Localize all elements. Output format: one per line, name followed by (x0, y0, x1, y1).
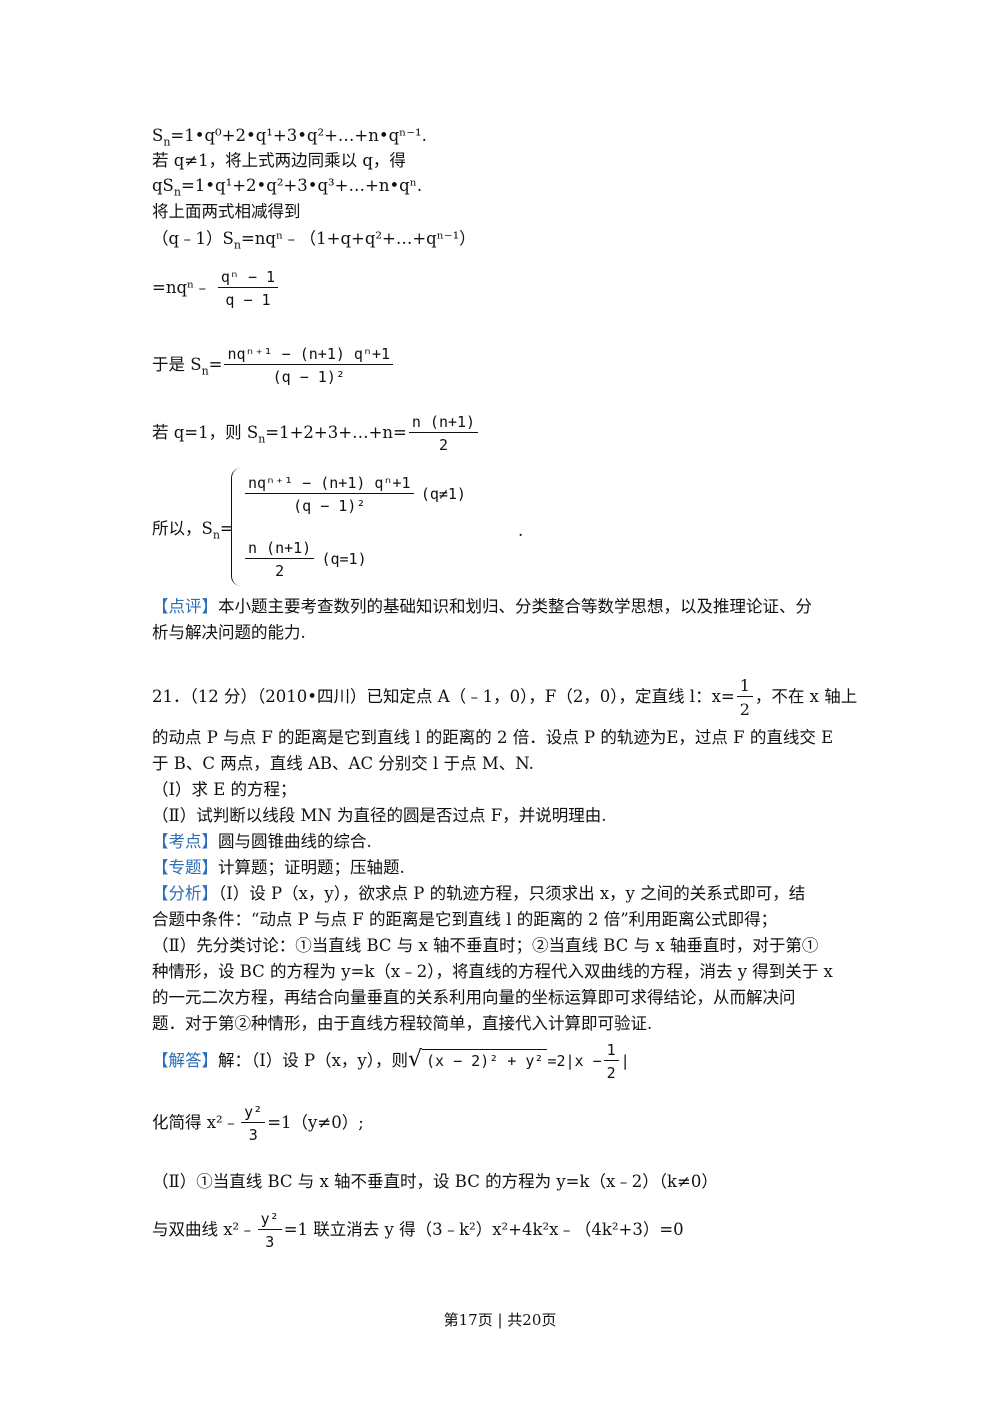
problem-21-header: 21．（12 分）（2010•四川）已知定点 A（﹣1，0），F（2，0），定直… (152, 676, 858, 719)
fenxi-line: 题．对于第②种情形，由于直线方程较简单，直接代入计算即可验证. (152, 1014, 653, 1033)
jieda-tag: 【解答】 (152, 1051, 218, 1070)
fraction: n (n+1)2 (245, 539, 315, 580)
problem-text: 于 B、C 两点，直线 AB、AC 分别交 l 于点 M、N. (152, 754, 534, 773)
fraction: n (n+1)2 (408, 413, 479, 454)
piecewise-case-2: n (n+1)2 (q=1) (243, 539, 367, 580)
comment-tag: 【点评】 (152, 597, 218, 616)
fenxi-line: 【分析】（Ⅰ）设 P（x，y），欲求点 P 的轨迹方程，只须求出 x，y 之间的… (152, 884, 806, 903)
sum-expression: qSn=1•q¹+2•q²+3•q³+…+n•qⁿ. (152, 176, 423, 199)
sn-formula: 于是 Sn=nqⁿ⁺¹ − (n+1) qⁿ+1(q − 1)² (152, 345, 395, 386)
comment-line: 【点评】本小题主要考查数列的基础知识和划归、分类整合等数学思想，以及推理论证、分 (152, 597, 812, 616)
period: . (518, 521, 524, 540)
kaodian-line: 【考点】圆与圆锥曲线的综合. (152, 832, 372, 851)
sn-q1-formula: 若 q=1，则 Sn=1+2+3+…+n=n (n+1)2 (152, 413, 480, 454)
fenxi-line: （Ⅱ）先分类讨论：①当直线 BC 与 x 轴不垂直时；②当直线 BC 与 x 轴… (152, 936, 819, 955)
fenxi-tag: 【分析】 (152, 884, 218, 903)
question-2: （Ⅱ）试判断以线段 MN 为直径的圆是否过点 F，并说明理由. (152, 806, 607, 825)
sqrt-expression: (x − 2)² + y² (422, 1049, 548, 1070)
difference-expression: （q﹣1）Sn=nqⁿ﹣（1+q+q²+…+qⁿ⁻¹） (152, 229, 476, 252)
text-line: 将上面两式相减得到 (152, 202, 301, 221)
fenxi-line: 种情形，设 BC 的方程为 y=k（x﹣2），将直线的方程代入双曲线的方程，消去… (152, 962, 833, 981)
piecewise-label: 所以，Sn= (152, 519, 234, 542)
fenxi-line: 合题中条件：“动点 P 与点 F 的距离是它到直线 l 的距离的 2 倍”利用距… (152, 910, 778, 929)
text-line: 若 q≠1，将上式两边同乘以 q，得 (152, 151, 406, 170)
jieda-line-3: （Ⅱ）①当直线 BC 与 x 轴不垂直时，设 BC 的方程为 y=k（x﹣2）（… (152, 1172, 718, 1191)
question-1: （Ⅰ）求 E 的方程； (152, 780, 297, 799)
fraction: nqⁿ⁺¹ − (n+1) qⁿ+1(q − 1)² (245, 474, 414, 515)
sum-expression: Sn=1•q⁰+2•q¹+3•q²+…+n•qⁿ⁻¹. (152, 126, 427, 149)
page-footer: 第17页 | 共20页 (443, 1311, 557, 1329)
zhuanti-line: 【专题】计算题；证明题；压轴题. (152, 858, 405, 877)
piecewise-brace (231, 468, 242, 586)
kaodian-tag: 【考点】 (152, 832, 218, 851)
fenxi-line: 的一元二次方程，再结合向量垂直的关系利用向量的坐标运算即可求得结论，从而解决问 (152, 988, 796, 1007)
problem-text: 的动点 P 与点 F 的距离是它到直线 l 的距离的 2 倍．设点 P 的轨迹为… (152, 728, 834, 747)
jieda-line-1: 【解答】解：（Ⅰ）设 P（x，y），则√(x − 2)² + y²=2|x −1… (152, 1041, 630, 1082)
fraction: nqⁿ⁺¹ − (n+1) qⁿ+1(q − 1)² (224, 345, 394, 386)
piecewise-case-1: nqⁿ⁺¹ − (n+1) qⁿ+1(q − 1)² (q≠1) (243, 474, 466, 515)
zhuanti-tag: 【专题】 (152, 858, 218, 877)
comment-line: 析与解决问题的能力. (152, 623, 306, 642)
